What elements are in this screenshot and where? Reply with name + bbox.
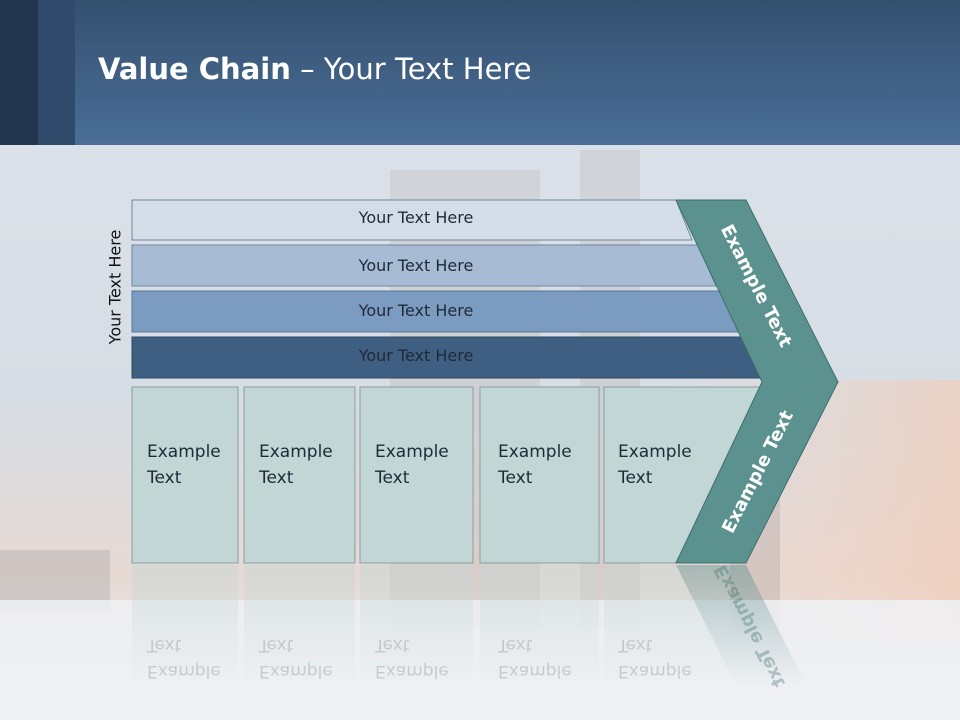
- reflection-box-3: [360, 565, 473, 685]
- primary-box-2-line1: Example: [259, 442, 333, 462]
- reflection-arrow: [676, 565, 806, 685]
- primary-box-4-line1: Example: [498, 442, 572, 462]
- primary-box-3-line2: Text: [375, 468, 410, 488]
- reflection-label-1-line1: Example: [147, 661, 221, 681]
- support-bar-1-label: Your Text Here: [358, 208, 474, 227]
- reflection-box-5: [604, 565, 736, 685]
- header-accent-strip: [0, 0, 38, 145]
- reflection-label-1-line2: Text: [147, 635, 182, 655]
- reflection-box-1: [132, 565, 238, 685]
- title-rest: – Your Text Here: [290, 52, 532, 86]
- support-bar-1: [131, 199, 693, 241]
- support-bar-2-label: Your Text Here: [358, 256, 474, 275]
- reflection-label-3-line2: Text: [375, 635, 410, 655]
- primary-box-2-line2: Text: [259, 468, 294, 488]
- margin-arrow: [675, 199, 839, 564]
- title-bold: Value Chain: [98, 52, 291, 86]
- reflection-label-1: Example Text: [147, 632, 247, 684]
- primary-box-2: [243, 386, 356, 564]
- primary-box-1-line2: Text: [147, 468, 182, 488]
- primary-box-4-line2: Text: [498, 468, 533, 488]
- reflection-label-5-line1: Example: [618, 661, 692, 681]
- reflection-label-2: Example Text: [259, 632, 359, 684]
- support-bar-4-label: Your Text Here: [358, 346, 474, 365]
- reflection-label-4: Example Text: [498, 632, 598, 684]
- header-bar: [0, 0, 960, 145]
- reflection-label-5-line2: Text: [618, 635, 653, 655]
- reflection-label-3-line1: Example: [375, 661, 449, 681]
- support-bar-2: [131, 244, 717, 287]
- primary-box-5-line1: Example: [618, 442, 692, 462]
- reflection-label-3: Example Text: [375, 632, 475, 684]
- header-accent-strip-2: [38, 0, 75, 145]
- primary-box-1: [131, 386, 239, 564]
- primary-box-3-line1: Example: [375, 442, 449, 462]
- reflection-box-4: [480, 565, 599, 685]
- reflection-label-5: Example Text: [618, 632, 718, 684]
- reflection-label-4-line1: Example: [498, 661, 572, 681]
- slide-title: Value Chain – Your Text Here: [98, 52, 532, 86]
- reflection-label-4-line2: Text: [498, 635, 533, 655]
- primary-box-4: [479, 386, 600, 564]
- primary-box-3: [359, 386, 474, 564]
- reflection-label-2-line1: Example: [259, 661, 333, 681]
- support-bar-3-label: Your Text Here: [358, 301, 474, 320]
- primary-box-1-line1: Example: [147, 442, 221, 462]
- reflection-box-2: [244, 565, 355, 685]
- primary-box-5-line2: Text: [618, 468, 653, 488]
- reflection-label-2-line2: Text: [259, 635, 294, 655]
